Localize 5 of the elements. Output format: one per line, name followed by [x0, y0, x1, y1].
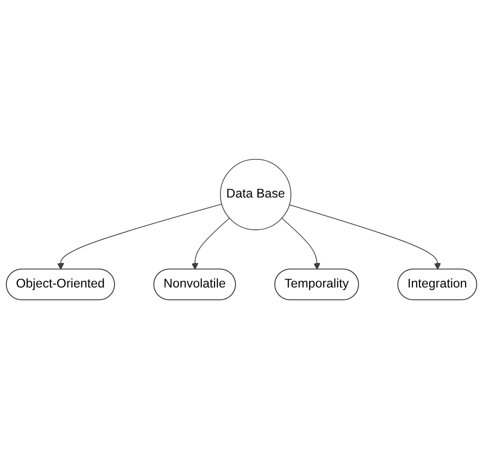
arrow [57, 204, 222, 270]
arrow [289, 204, 441, 270]
arrow [191, 218, 230, 270]
node-circle: Data Base [220, 158, 292, 230]
arrow [281, 218, 320, 270]
